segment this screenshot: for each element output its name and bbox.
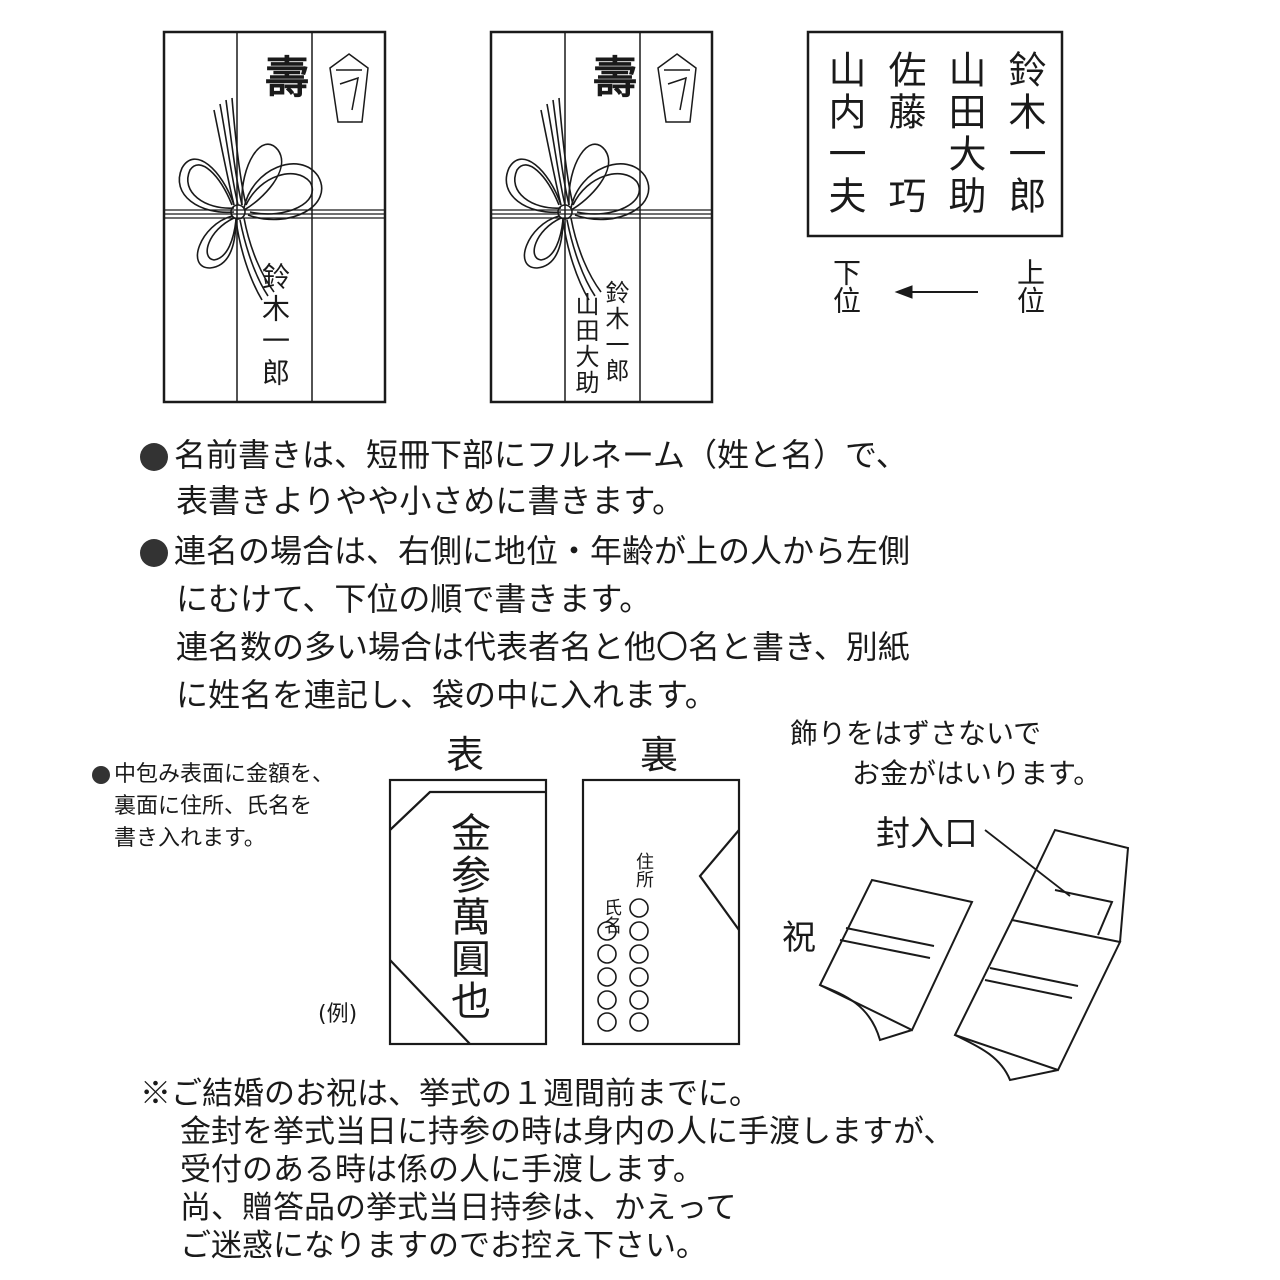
rank-upper-label: 上位: [1013, 258, 1046, 314]
note-line-6: に姓名を連記し、袋の中に入れます。: [176, 676, 717, 714]
envelope-1-kotobuki: 壽: [257, 54, 308, 98]
rank-name-3: 佐藤 巧: [882, 50, 926, 218]
mizuhiki-knot-2: [505, 97, 650, 301]
envelope-2-outline: [489, 30, 714, 404]
folded-envelope-open: [953, 828, 1130, 1082]
bullet-icon: [140, 443, 168, 471]
insert-note-line-2: お金がはいります。: [852, 757, 1102, 790]
inner-note-line-2: 裏面に住所、氏名を: [114, 794, 313, 819]
inner-back-outline: [581, 778, 741, 1046]
example-label: (例): [318, 1002, 358, 1027]
rank-lower-label: 下位: [829, 258, 862, 314]
envelope-2-name-1: 鈴木一郎: [601, 280, 629, 384]
back-name-label: 氏名: [601, 898, 622, 934]
noshi-ornament-1: [329, 53, 369, 123]
footer-line-1: ※ご結婚のお祝は、挙式の１週間前までに。: [140, 1076, 760, 1112]
inner-note-line-1: 中包み表面に金額を、: [92, 756, 334, 788]
footer-line-3: 受付のある時は係の人に手渡します。: [180, 1152, 704, 1188]
note-line-2: 表書きよりやや小さめに書きます。: [176, 482, 685, 520]
back-label: 裏: [640, 733, 679, 777]
front-amount: 金参萬圓也: [444, 812, 490, 1022]
folded-envelope-closed: [818, 878, 974, 1042]
envelope-2-name-2: 山田大助: [571, 292, 599, 396]
rank-name-2: 山田大助: [942, 50, 986, 218]
ranking-box-frame: [806, 30, 1064, 238]
rank-name-1: 鈴木一郎: [1002, 50, 1046, 218]
note-line-1: 名前書きは、短冊下部にフルネーム（姓と名）で、: [140, 430, 908, 476]
rank-name-4: 山内一夫: [822, 50, 866, 218]
bullet-icon: [140, 539, 168, 567]
envelope-1-name: 鈴木一郎: [258, 262, 291, 390]
bullet-icon: [92, 766, 110, 784]
note-line-5: 連名数の多い場合は代表者名と他〇名と書き、別紙: [176, 628, 910, 666]
footer-line-2: 金封を挙式当日に持参の時は身内の人に手渡しますが、: [180, 1114, 955, 1150]
footer-line-5: ご迷惑になりますのでお控え下さい。: [180, 1228, 707, 1264]
seal-opening-label: 封入口: [876, 814, 978, 854]
inner-front-outline: [388, 778, 548, 1046]
front-label: 表: [446, 733, 485, 777]
inner-note-line-3: 書き入れます。: [114, 826, 266, 851]
envelope-2-kotobuki: 壽: [585, 54, 636, 98]
note-line-4: にむけて、下位の順で書きます。: [176, 580, 652, 618]
mizuhiki-knot-1: [178, 97, 323, 301]
envelope-1-outline: [162, 30, 387, 404]
insert-note-line-1: 飾りをはずさないで: [790, 717, 1042, 750]
note-line-3: 連名の場合は、右側に地位・年齢が上の人から左側: [140, 526, 910, 572]
noshi-ornament-2: [657, 53, 697, 123]
seal-pointer-line: [984, 829, 1071, 897]
back-address-label: 住所: [633, 852, 654, 888]
circle-placeholders: [597, 898, 649, 1032]
rank-arrow: [894, 285, 978, 299]
iwai-label: 祝: [782, 918, 816, 958]
footer-line-4: 尚、贈答品の挙式当日持参は、かえって: [180, 1190, 737, 1226]
